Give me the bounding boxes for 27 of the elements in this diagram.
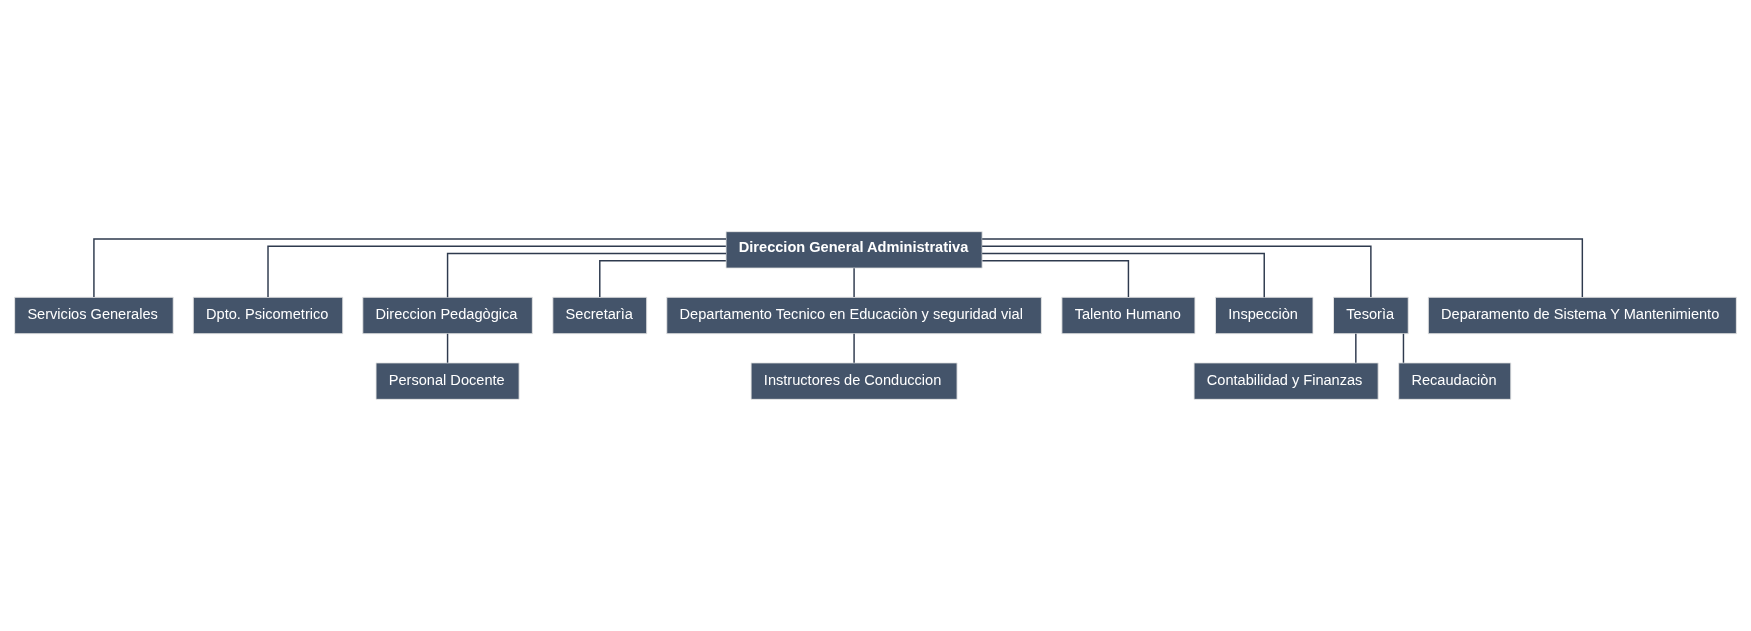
connector: [981, 252, 1265, 298]
connector: [981, 245, 1372, 298]
node-box: Deparamento de Sistema Y Mantenimiento: [1427, 296, 1737, 335]
connector: [981, 238, 1584, 298]
connector: [93, 238, 727, 298]
connector: [853, 267, 855, 298]
node-box: Recaudaciòn: [1398, 362, 1512, 400]
node-box: Secretarìa: [552, 296, 648, 335]
node-box: Personal Docente: [375, 362, 520, 400]
node-box: Departamento Tecnico en Educaciòn y seguridad vial: [666, 296, 1042, 335]
node-box: Servicios Generales: [14, 296, 174, 335]
connector: [981, 260, 1130, 298]
node-box: Direccion General Administrativa: [725, 231, 983, 269]
node-box: Talento Humano: [1061, 296, 1196, 335]
node-box: Tesorìa: [1333, 296, 1409, 335]
connector: [599, 260, 727, 298]
connector: [853, 333, 855, 364]
node-box: Instructores de Conduccion: [750, 362, 958, 400]
connector: [1355, 333, 1357, 364]
connector: [446, 333, 449, 364]
connector: [1402, 333, 1405, 364]
node-box: Contabilidad y Finanzas: [1193, 362, 1379, 400]
node-box: Dpto. Psicometrico: [192, 296, 344, 335]
connector: [267, 245, 727, 298]
node-box: Inspecciòn: [1215, 296, 1314, 335]
node-box: Direccion Pedagògica: [362, 296, 533, 335]
connector: [446, 252, 727, 298]
